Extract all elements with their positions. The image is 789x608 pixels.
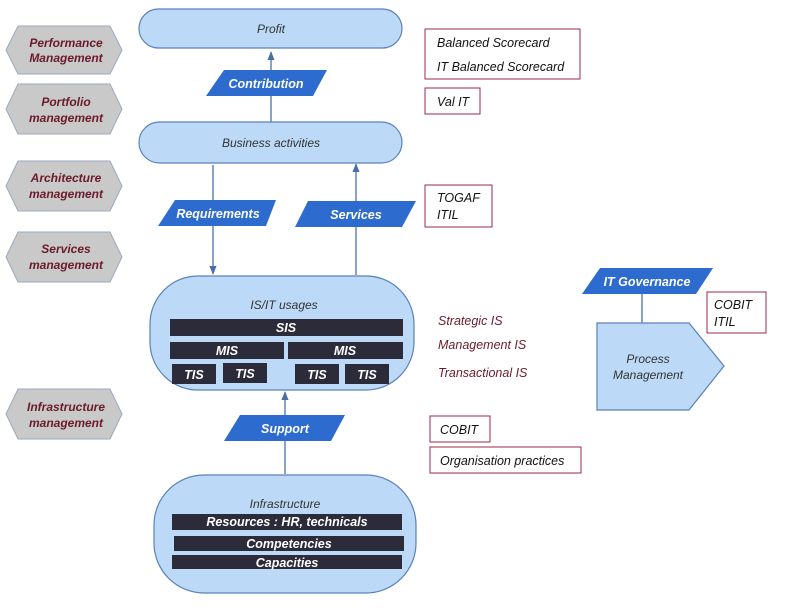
competencies-label: Competencies bbox=[246, 537, 331, 551]
itil-text-governance: ITIL bbox=[714, 315, 736, 329]
support-flow: Support bbox=[224, 415, 345, 441]
competencies-bar bbox=[174, 536, 404, 551]
strategic-is-label: Strategic IS bbox=[438, 314, 503, 328]
contribution-flow: Contribution bbox=[206, 70, 327, 96]
infrastructure-management-line1: Infrastructure bbox=[27, 400, 105, 414]
services-management-hexagon: Services management bbox=[5, 231, 123, 283]
togaf-itil-reference-box: TOGAF ITIL bbox=[424, 184, 493, 228]
process-management-line1: Process bbox=[626, 352, 669, 366]
infrastructure-management-line2: management bbox=[29, 416, 104, 430]
scorecard-reference-box: Balanced Scorecard IT Balanced Scorecard bbox=[424, 28, 581, 80]
valit-reference-box: Val IT bbox=[424, 87, 481, 115]
contribution-label: Contribution bbox=[229, 77, 304, 91]
valit-text: Val IT bbox=[437, 95, 471, 109]
resources-bar bbox=[172, 514, 402, 530]
business-activities-node: Business activities bbox=[138, 121, 403, 164]
management-is-label: Management IS bbox=[438, 338, 527, 352]
profit-node: Profit bbox=[138, 8, 403, 49]
tis-label-4: TIS bbox=[357, 368, 377, 382]
tis-label-2: TIS bbox=[235, 367, 255, 381]
services-flow: Services bbox=[295, 201, 416, 227]
architecture-management-line1: Architecture bbox=[30, 171, 102, 185]
infrastructure-label: Infrastructure bbox=[250, 497, 321, 511]
it-balanced-scorecard-text: IT Balanced Scorecard bbox=[437, 60, 565, 74]
performance-management-line2: Management bbox=[29, 51, 103, 65]
architecture-management-line2: management bbox=[29, 187, 104, 201]
tis-label-3: TIS bbox=[307, 368, 327, 382]
business-activities-label: Business activities bbox=[222, 136, 320, 150]
mis-label-right: MIS bbox=[334, 344, 357, 358]
organisation-practices-text: Organisation practices bbox=[440, 454, 564, 468]
it-governance-flow: IT Governance bbox=[582, 268, 713, 294]
sis-label: SIS bbox=[276, 321, 297, 335]
architecture-management-hexagon: Architecture management bbox=[5, 160, 123, 212]
requirements-label: Requirements bbox=[176, 207, 259, 221]
tis-label-1: TIS bbox=[184, 368, 204, 382]
services-management-line1: Services bbox=[41, 242, 91, 256]
process-management-node: Process Management bbox=[596, 322, 725, 411]
cobit-text-support: COBIT bbox=[440, 423, 480, 437]
sis-bar bbox=[170, 319, 403, 336]
services-label: Services bbox=[330, 208, 381, 222]
togaf-text: TOGAF bbox=[437, 191, 481, 205]
cobit-reference-box: COBIT bbox=[429, 415, 491, 443]
it-governance-label: IT Governance bbox=[604, 275, 691, 289]
capacities-label: Capacities bbox=[256, 556, 319, 570]
profit-label: Profit bbox=[257, 22, 286, 36]
portfolio-management-hexagon: Portfolio management bbox=[5, 83, 123, 135]
mis-bar-left bbox=[170, 342, 284, 359]
isit-usages-label: IS/IT usages bbox=[250, 298, 317, 312]
mis-bar-right bbox=[288, 342, 403, 359]
cobit-itil-reference-box: COBIT ITIL bbox=[706, 291, 767, 334]
balanced-scorecard-text: Balanced Scorecard bbox=[437, 36, 551, 50]
requirements-flow: Requirements bbox=[158, 200, 276, 226]
performance-management-hexagon: Performance Management bbox=[5, 25, 123, 75]
tis-bar-3 bbox=[295, 364, 339, 384]
capacities-bar bbox=[172, 555, 402, 569]
services-management-line2: management bbox=[29, 258, 104, 272]
mis-label-left: MIS bbox=[216, 344, 239, 358]
resources-label: Resources : HR, technicals bbox=[206, 515, 367, 529]
isit-usages-node: IS/IT usages SIS MIS MIS TIS TIS TIS TIS bbox=[149, 275, 415, 391]
tis-bar-2 bbox=[223, 363, 267, 383]
infrastructure-node: Infrastructure Resources : HR, technical… bbox=[153, 474, 417, 594]
transactional-is-label: Transactional IS bbox=[438, 366, 528, 380]
portfolio-management-line1: Portfolio bbox=[41, 95, 90, 109]
itil-text-architecture: ITIL bbox=[437, 208, 459, 222]
tis-bar-4 bbox=[345, 364, 389, 384]
organisation-practices-reference-box: Organisation practices bbox=[429, 446, 582, 474]
support-label: Support bbox=[261, 422, 310, 436]
connectors bbox=[209, 51, 643, 474]
portfolio-management-line2: management bbox=[29, 111, 104, 125]
process-management-line2: Management bbox=[613, 368, 684, 382]
cobit-text-governance: COBIT bbox=[714, 298, 754, 312]
tis-bar-1 bbox=[172, 364, 216, 384]
performance-management-line1: Performance bbox=[29, 36, 103, 50]
infrastructure-management-hexagon: Infrastructure management bbox=[5, 388, 123, 440]
